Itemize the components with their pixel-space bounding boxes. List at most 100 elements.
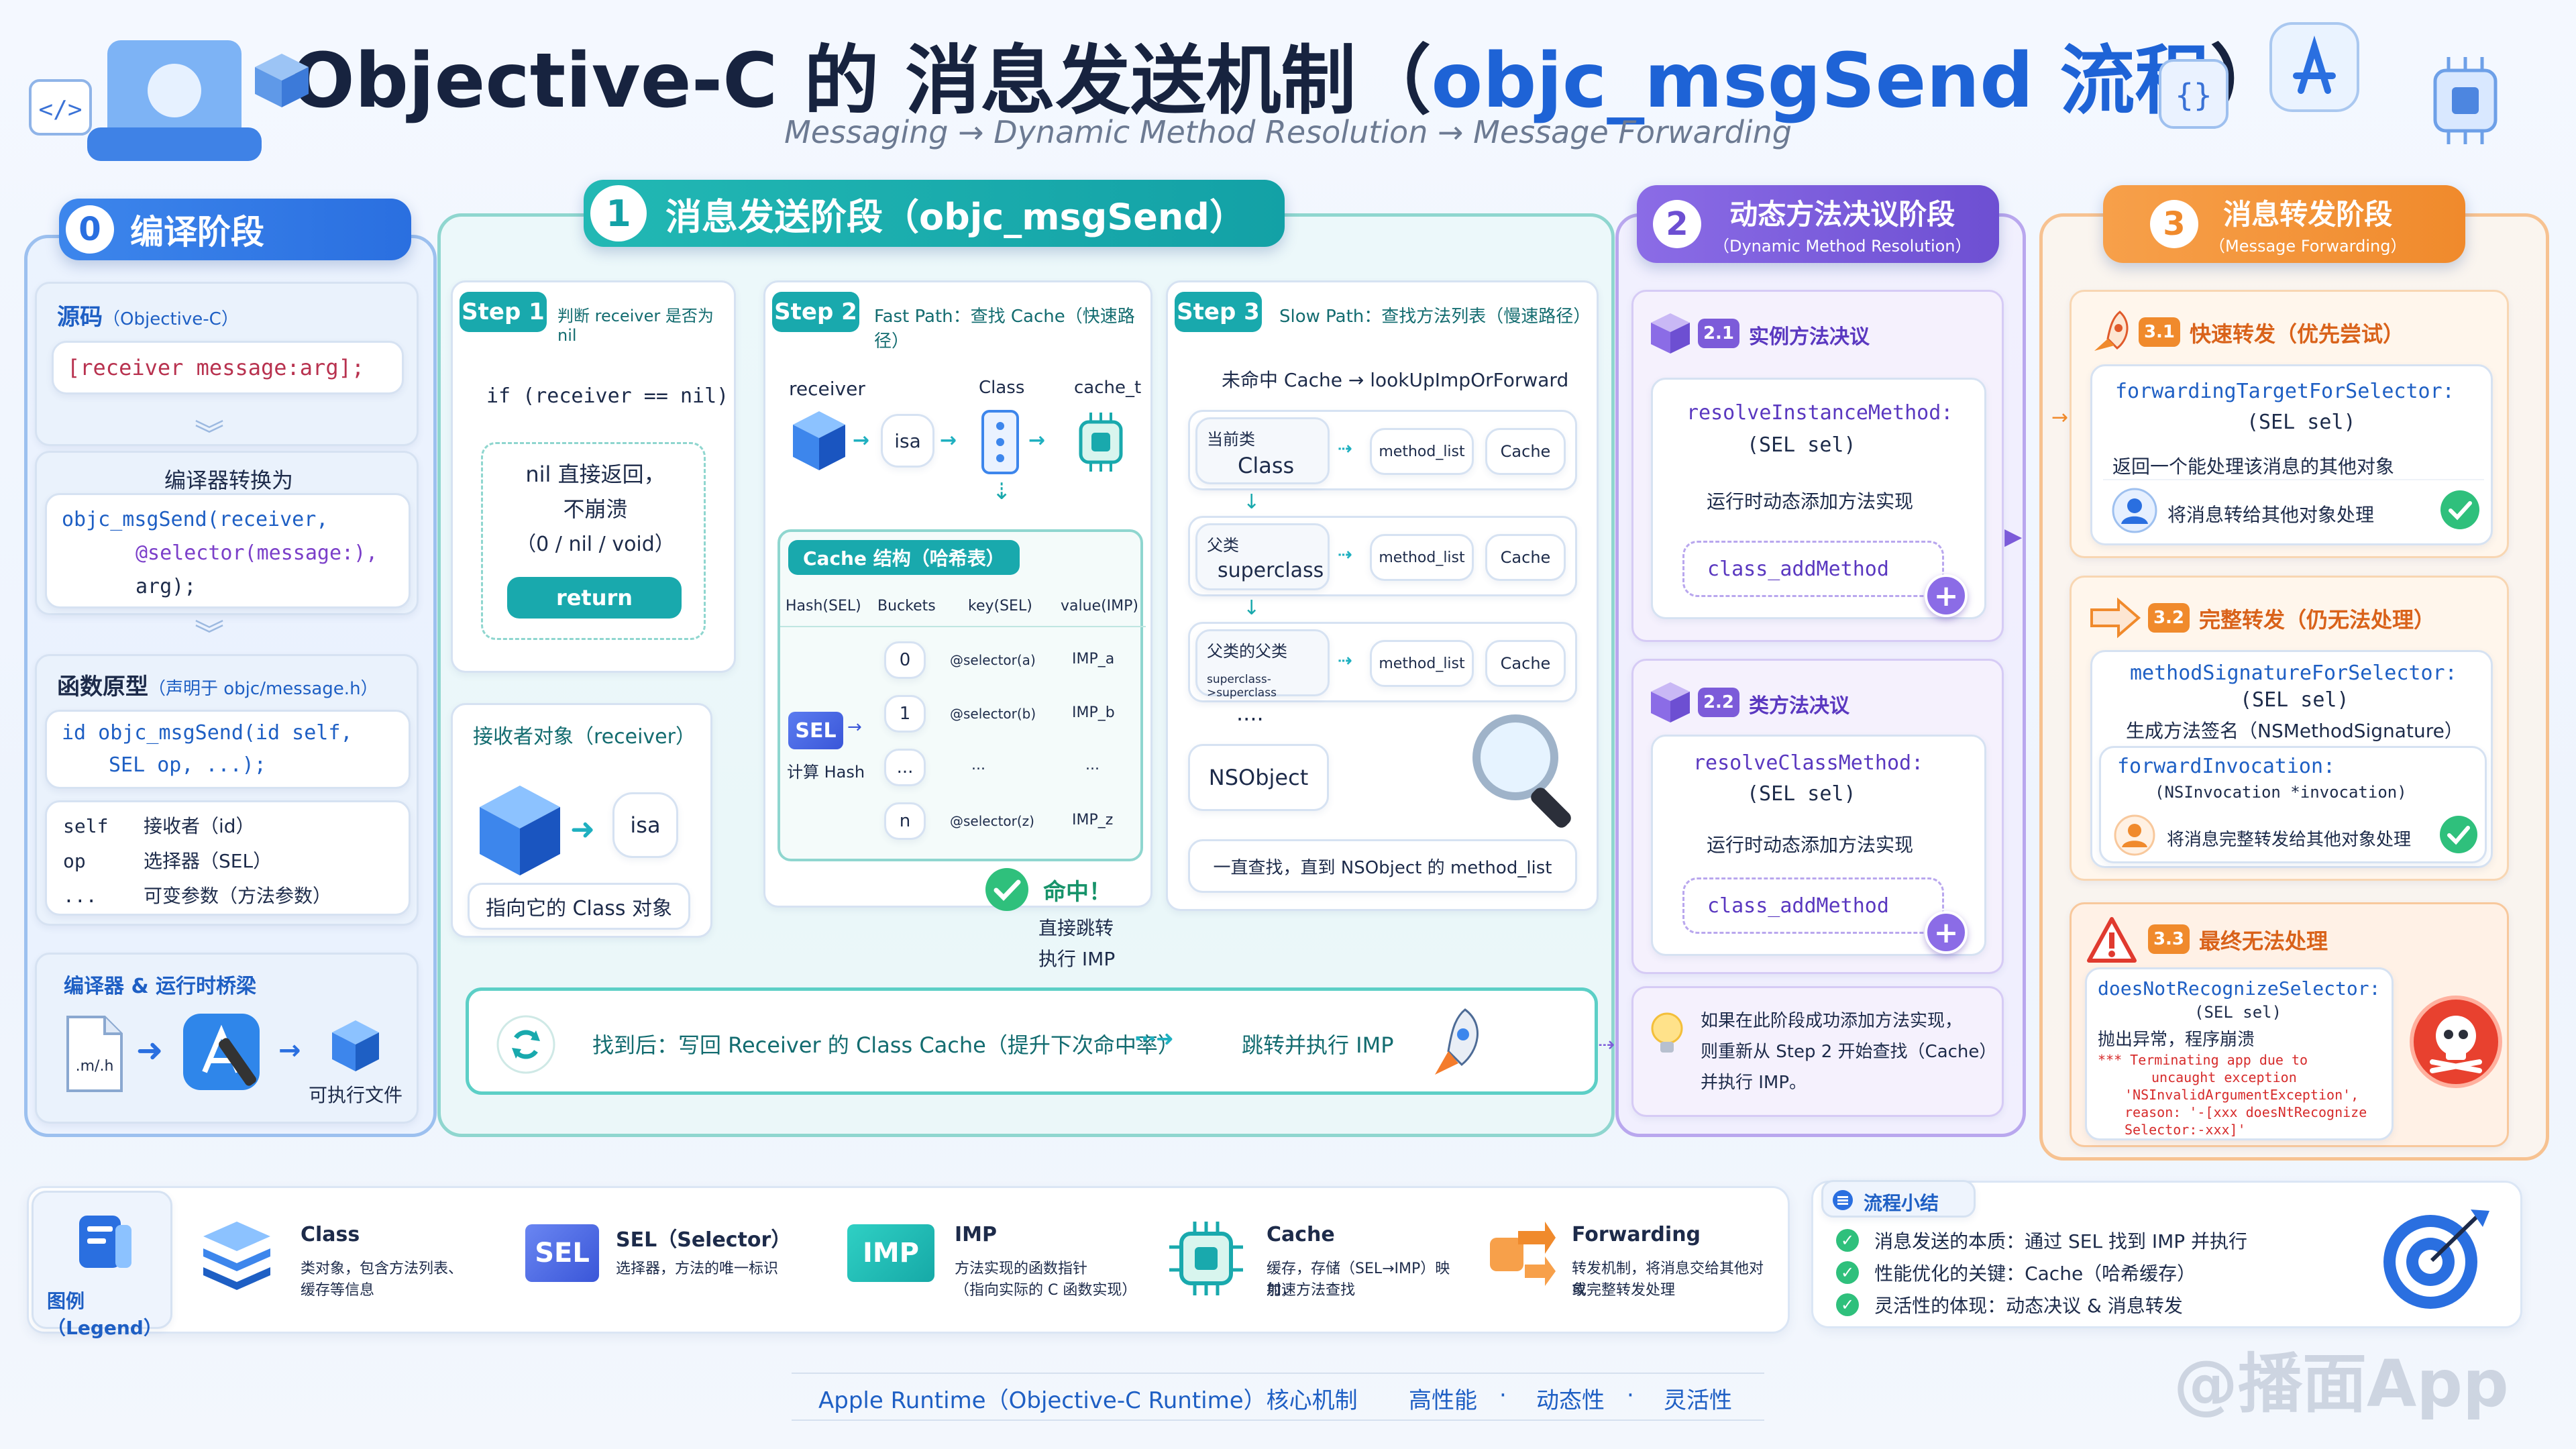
stage2-header: 2 动态方法决议阶段 （Dynamic Method Resolution） <box>1637 185 1999 263</box>
s31-desc: 返回一个能处理该消息的其他对象 <box>2112 455 2395 478</box>
s32-method1: methodSignatureForSelector: <box>2130 661 2457 685</box>
receiver-card: 接收者对象（receiver） ➜ isa 指向它的 Class 对象 <box>451 703 712 938</box>
footer-main: Apple Runtime（Objective-C Runtime）核心机制 <box>818 1387 1358 1414</box>
stage1-number: 1 <box>590 185 647 241</box>
s22-add: class_addMethod <box>1707 894 1889 918</box>
step2-desc: Fast Path：查找 Cache（快速路径） <box>874 307 1135 352</box>
chevron-down-icon: ︾ <box>195 618 224 652</box>
summary-title-box: 流程小结 <box>1821 1180 1976 1218</box>
arrow-down-icon: ↓ <box>1243 490 1260 514</box>
s22-desc: 运行时动态添加方法实现 <box>1707 834 1914 856</box>
level-current-class: 当前类 Class ⇢ method_list Cache <box>1188 410 1577 490</box>
rocket-icon <box>2088 308 2135 355</box>
cache-table-title: Cache 结构（哈希表） <box>788 540 1020 575</box>
step1-desc: 判断 receiver 是否为 nil <box>557 307 714 345</box>
legend-title: 图例（Legend） <box>47 1290 162 1339</box>
note-line-3: 并执行 IMP。 <box>1701 1073 1807 1093</box>
list-item: ✓ 灵活性的体现：动态决议 & 消息转发 <box>1836 1291 2183 1321</box>
receiver-cube-icon <box>789 407 849 474</box>
s21-add: class_addMethod <box>1707 557 1889 581</box>
proto-label: 函数原型 <box>57 674 148 700</box>
hit-label: 命中！ <box>1043 879 1112 906</box>
s31-card: 3.1 快速转发（优先尝试） forwardingTargetForSelect… <box>2070 290 2509 558</box>
check-icon <box>2438 488 2481 531</box>
s32-card: 3.2 完整转发（仍无法处理） methodSignatureForSelect… <box>2070 576 2509 881</box>
flow-connector: ⇢ <box>1598 1033 1615 1057</box>
xcode-icon <box>178 1008 265 1099</box>
flow-connector: ▶ <box>2004 523 2023 550</box>
arrow-right-icon: → <box>940 429 957 452</box>
arrow-right-icon: ⇢ <box>1338 651 1352 671</box>
arrow-right-icon: → <box>278 1035 301 1066</box>
s21-desc: 运行时动态添加方法实现 <box>1707 490 1914 513</box>
return-button[interactable]: return <box>507 577 682 619</box>
s32-param2: (NSInvocation *invocation) <box>2155 783 2407 802</box>
arrow-right-icon: → <box>1028 429 1046 452</box>
legend-panel: 图例（Legend） Class 类对象，包含方法列表、 缓存等信息 SEL S… <box>27 1186 1790 1339</box>
purple-cube-icon <box>1647 309 1694 356</box>
arrow-right-icon: → <box>853 429 870 452</box>
stage2-title: 动态方法决议阶段 <box>1729 198 1955 231</box>
arrow-right-icon: ⋯➜ <box>1134 1026 1174 1051</box>
level-superclass: 父类 superclass ⇢ method_list Cache <box>1188 516 1577 596</box>
footer-tag: 高性能 <box>1409 1387 1477 1414</box>
arrow-right-icon: ➜ <box>570 812 595 847</box>
bridge-label: 编译器 & 运行时桥梁 <box>64 975 257 998</box>
check-icon <box>983 865 1031 914</box>
step3-tag: Step 3 <box>1175 292 1262 332</box>
s22-card: 2.2 类方法决议 resolveClassMethod: (SEL sel) … <box>1631 659 2004 974</box>
arrow-down-icon: ⇣ <box>992 478 1012 505</box>
s31-method: forwardingTargetForSelector: <box>2115 380 2455 403</box>
step3-miss: 未命中 Cache → lookUpImpOrForward <box>1222 369 1569 391</box>
step3-footer: 一直查找，直到 NSObject 的 method_list <box>1188 839 1577 893</box>
nil-result-box: nil 直接返回， 不崩溃 （0 / nil / void） return <box>481 442 706 640</box>
s22-tag: 2.2 <box>1698 688 1739 717</box>
s32-desc1: 生成方法签名（NSMethodSignature） <box>2126 720 2463 742</box>
plus-icon[interactable]: + <box>1925 574 1968 617</box>
watermark: @播面App <box>2174 1346 2509 1421</box>
s21-title: 实例方法决议 <box>1749 325 1870 349</box>
found-text: 找到后：写回 Receiver 的 Class Cache（提升下次命中率） <box>592 1032 1179 1058</box>
nsobject-box: NSObject <box>1188 744 1329 811</box>
cache-chip-icon <box>1067 409 1134 476</box>
stage1-header: 1 消息发送阶段（objc_msgSend） <box>584 180 1285 247</box>
cube-icon <box>325 1015 386 1075</box>
check-icon: ✓ <box>1836 1293 1859 1316</box>
s33-method: doesNotRecognizeSelector: <box>2098 977 2381 1000</box>
table-row: n @selector(z) IMP_z <box>884 797 1139 845</box>
table-row: 1 @selector(b) IMP_b <box>884 690 1139 738</box>
footer-tag: 动态性 <box>1536 1387 1605 1414</box>
step3-card: Step 3 Slow Path：查找方法列表（慢速路径） 未命中 Cache … <box>1166 280 1599 911</box>
s33-param: (SEL sel) <box>2194 1003 2282 1022</box>
footer-dot: · <box>1627 1382 1634 1409</box>
param-row: ...可变参数（方法参数） <box>63 885 332 907</box>
bridge-card: 编译器 & 运行时桥梁 .m/.h ➜ → 可执行文件 <box>35 953 419 1124</box>
stage3-header: 3 消息转发阶段 （Message Forwarding） <box>2103 185 2465 263</box>
dots: ···· <box>1236 706 1264 732</box>
stage2-sub: （Dynamic Method Resolution） <box>1713 237 1972 256</box>
list-icon <box>1831 1189 1854 1212</box>
step1-tag: Step 1 <box>460 292 547 332</box>
s22-method: resolveClassMethod: <box>1693 751 1924 775</box>
svg-text:{}: {} <box>2175 77 2212 113</box>
step1-code: if (receiver == nil) <box>486 384 729 408</box>
legend-icon <box>75 1212 136 1272</box>
apple-laptop-icon <box>87 27 262 174</box>
arrow-right-icon: → <box>847 717 862 737</box>
step2-cache-label: cache_t <box>1074 378 1142 398</box>
purple-cube-icon <box>1647 678 1694 725</box>
legend-item-imp: IMP IMP 方法实现的函数指针 （指向实际的 C 函数实现） <box>834 1208 1142 1316</box>
stack-cube-icon <box>248 47 315 114</box>
hit-desc-2: 执行 IMP <box>1038 948 1116 970</box>
check-icon <box>2438 814 2479 855</box>
chip-icon <box>2415 50 2516 151</box>
s31-tag: 3.1 <box>2139 317 2180 347</box>
note-line-1: 如果在此阶段成功添加方法实现， <box>1701 1011 1963 1031</box>
list-item: ✓ 消息发送的本质：通过 SEL 找到 IMP 并执行 <box>1836 1227 2247 1256</box>
s33-card: 3.3 最终无法处理 doesNotRecognizeSelector: (SE… <box>2070 902 2509 1147</box>
check-icon: ✓ <box>1836 1261 1859 1284</box>
s32-param1: (SEL sel) <box>2240 688 2349 712</box>
plus-icon[interactable]: + <box>1925 911 1968 954</box>
user-icon <box>2113 814 2156 857</box>
stage1-title: 消息发送阶段（objc_msgSend） <box>665 195 1246 238</box>
